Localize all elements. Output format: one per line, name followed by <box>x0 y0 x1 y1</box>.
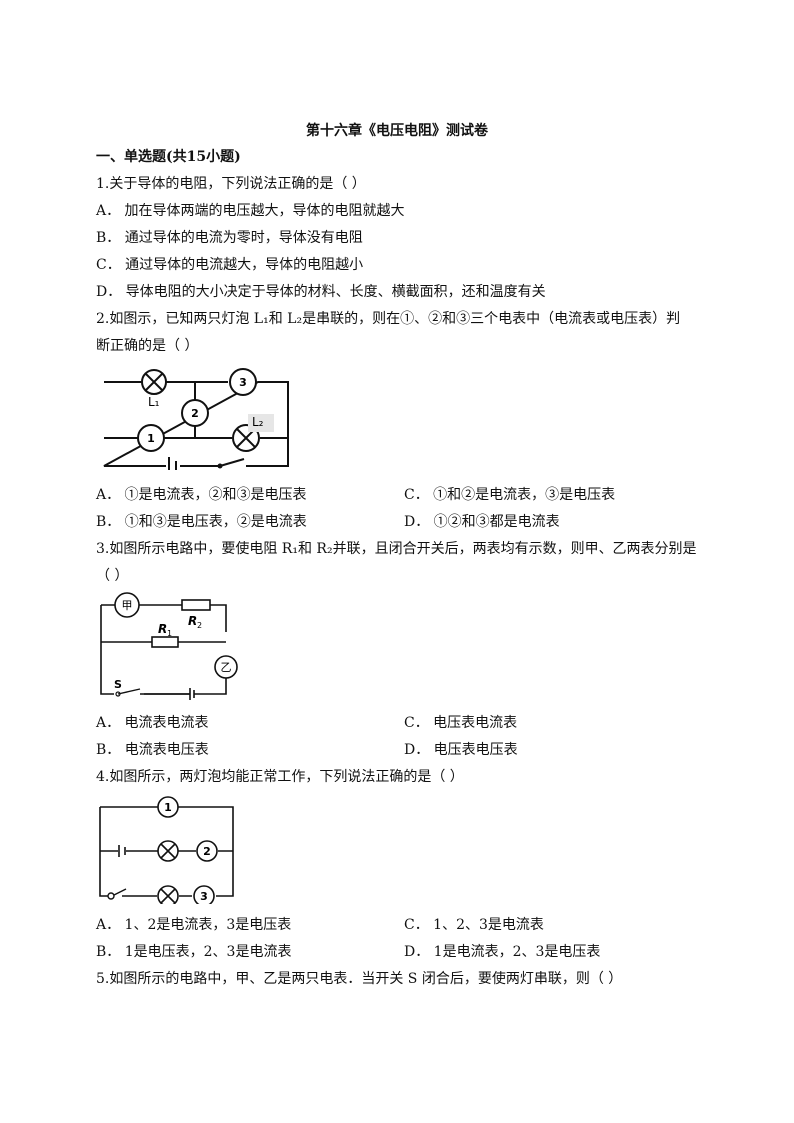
switch-icon <box>217 456 246 470</box>
meter-jia-icon: 甲 <box>114 592 140 618</box>
resistor-r1-icon <box>151 636 179 648</box>
question-1-option-d[interactable]: D． 导体电阻的大小决定于导体的材料、长度、横截面积，还和温度有关 <box>96 284 546 300</box>
question-4-option-a[interactable]: A． 1、2是电流表，3是电压表 <box>96 917 292 933</box>
switch-s-label: S <box>114 678 122 691</box>
meter-3-label: 3 <box>200 890 208 903</box>
meter-1-icon: 1 <box>137 424 165 452</box>
question-3-circuit-diagram: 甲 R 2 R 1 乙 S <box>100 592 238 700</box>
meter-2-label: 2 <box>191 407 199 420</box>
question-1-option-a[interactable]: A． 加在导体两端的电压越大，导体的电阻就越大 <box>96 203 405 219</box>
meter-1-icon: 1 <box>157 796 179 818</box>
lamp-l1-icon <box>141 369 167 395</box>
switch-icon <box>107 888 127 900</box>
resistor-r2-label: R <box>188 614 197 628</box>
lamp-upper-icon <box>157 840 179 862</box>
section-heading: 一、单选题(共15小题) <box>96 149 241 165</box>
question-3-stem-line-2: （ ） <box>96 568 129 584</box>
question-2-option-a[interactable]: A． ①是电流表，②和③是电压表 <box>96 487 307 503</box>
meter-2-icon: 2 <box>181 399 209 427</box>
question-4-option-d[interactable]: D． 1是电流表，2、3是电压表 <box>404 944 601 960</box>
meter-1-label: 1 <box>147 432 155 445</box>
battery-icon <box>118 845 126 857</box>
question-3-option-a[interactable]: A． 电流表电流表 <box>96 715 209 731</box>
question-1-stem: 1.关于导体的电阻，下列说法正确的是（ ） <box>96 176 366 192</box>
lamp-l2-label: L₂ <box>252 415 264 429</box>
meter-yi-label: 乙 <box>221 661 232 674</box>
resistor-r1-label: R <box>158 622 167 636</box>
resistor-r2-icon <box>181 599 211 611</box>
label-background <box>248 414 274 432</box>
lamp-l1-label: L₁ <box>148 395 160 409</box>
question-5-stem: 5.如图所示的电路中，甲、乙是两只电表．当开关 S 闭合后，要使两灯串联，则（ … <box>96 971 623 987</box>
question-2-option-b[interactable]: B． ①和③是电压表，②是电流表 <box>96 514 307 530</box>
resistor-r2-subscript: 2 <box>197 621 202 630</box>
question-3-stem-line-1: 3.如图所示电路中，要使电阻 R₁和 R₂并联，且闭合开关后，两表均有示数，则甲… <box>96 541 697 557</box>
battery-icon <box>189 688 195 700</box>
meter-2-label: 2 <box>203 845 211 858</box>
lamp-lower-icon <box>157 885 179 904</box>
question-2-stem-line-1: 2.如图示，已知两只灯泡 L₁和 L₂是串联的，则在①、②和③三个电表中（电流表… <box>96 311 681 327</box>
question-2-option-c[interactable]: C． ①和②是电流表，③是电压表 <box>404 487 616 503</box>
meter-2-icon: 2 <box>196 840 218 862</box>
question-2-circuit-diagram: L₁ 3 2 1 L₂ <box>103 368 289 470</box>
meter-3-icon: 3 <box>193 885 215 904</box>
resistor-r1-subscript: 1 <box>167 629 172 638</box>
battery-icon <box>166 457 180 470</box>
question-1-option-c[interactable]: C． 通过导体的电流越大，导体的电阻越小 <box>96 257 364 273</box>
meter-jia-label: 甲 <box>122 599 133 612</box>
question-3-option-c[interactable]: C． 电压表电流表 <box>404 715 518 731</box>
question-2-option-d[interactable]: D． ①②和③都是电流表 <box>404 514 560 530</box>
meter-3-label: 3 <box>239 376 247 389</box>
question-4-option-b[interactable]: B． 1是电压表，2、3是电流表 <box>96 944 292 960</box>
meter-yi-icon: 乙 <box>214 655 238 679</box>
question-3-option-d[interactable]: D． 电压表电压表 <box>404 742 518 758</box>
question-4-option-c[interactable]: C． 1、2、3是电流表 <box>404 917 544 933</box>
meter-3-icon: 3 <box>229 368 257 396</box>
question-2-stem-line-2: 断正确的是（ ） <box>96 338 199 354</box>
switch-icon <box>114 688 190 698</box>
meter-1-label: 1 <box>164 801 172 814</box>
page-title: 第十六章《电压电阻》测试卷 <box>306 123 488 139</box>
question-1-option-b[interactable]: B． 通过导体的电流为零时，导体没有电阻 <box>96 230 363 246</box>
question-4-stem: 4.如图所示，两灯泡均能正常工作，下列说法正确的是（ ） <box>96 769 464 785</box>
question-3-option-b[interactable]: B． 电流表电压表 <box>96 742 209 758</box>
question-4-circuit-diagram: 1 2 3 <box>99 796 234 904</box>
